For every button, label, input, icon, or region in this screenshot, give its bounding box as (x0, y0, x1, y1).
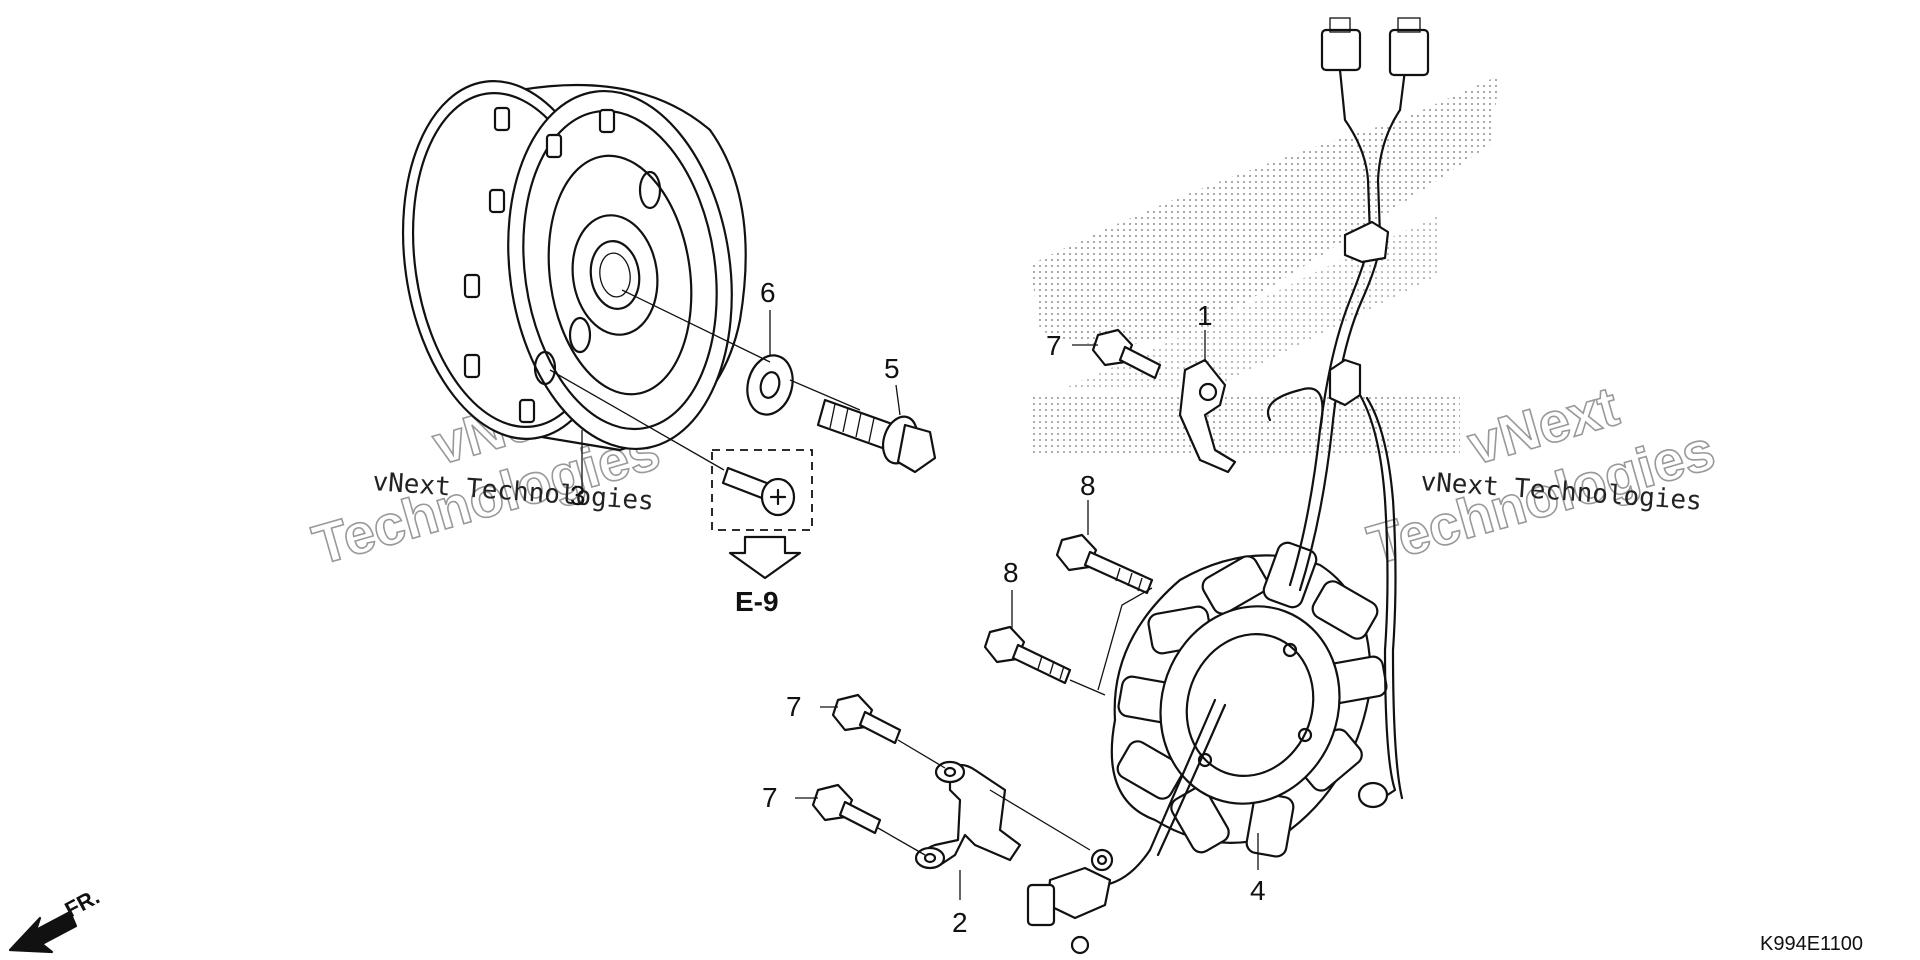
callout-7-lower: 7 (762, 782, 778, 813)
bolt-7-top (1091, 328, 1162, 380)
background-dot-shading (1030, 75, 1500, 455)
screw-e9 (711, 449, 813, 531)
callout-1: 1 (1197, 300, 1213, 331)
down-arrow-icon (728, 535, 802, 580)
callout-labels: 1 2 3 4 5 6 7 7 7 8 8 (570, 277, 1266, 938)
callout-4: 4 (1250, 875, 1266, 906)
callout-6: 6 (760, 277, 776, 308)
callout-5: 5 (884, 353, 900, 384)
diagram-code: K994E1100 (1760, 933, 1863, 955)
callout-3: 3 (570, 480, 586, 511)
front-direction-indicator: FR. (8, 884, 104, 954)
bolt-8-upper (1055, 533, 1154, 595)
connector-right-icon (1388, 28, 1430, 77)
callout-7-top: 7 (1046, 330, 1062, 361)
clamp-bracket-1 (1178, 358, 1237, 474)
reference-label: E-9 (735, 586, 779, 617)
bolt-7-lower (811, 783, 882, 835)
stator-coil (1110, 541, 1388, 858)
callout-8-upper: 8 (1080, 470, 1096, 501)
flange-bolt-5 (816, 398, 937, 474)
clamp-bracket-2 (914, 760, 1022, 870)
flywheel-rotor (401, 80, 747, 452)
callout-8-lower: 8 (1003, 557, 1019, 588)
washer (746, 354, 794, 416)
callout-7-middle: 7 (786, 691, 802, 722)
leader-lines-right (795, 330, 1259, 900)
bolt-7-middle (831, 693, 902, 745)
reference-arrow: E-9 (728, 535, 802, 617)
connector-left-icon (1320, 28, 1362, 72)
bolt-8-lower (983, 625, 1072, 685)
leader-lines-left (549, 289, 901, 490)
callout-2: 2 (952, 907, 968, 938)
front-direction-arrow-icon (8, 910, 78, 954)
wiring-harness (1026, 17, 1430, 955)
